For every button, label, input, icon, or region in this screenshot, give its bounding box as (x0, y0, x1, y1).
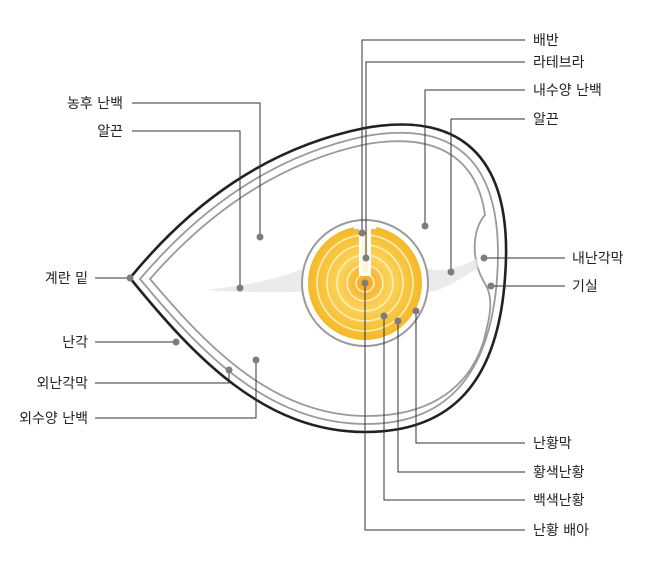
inner-shell-membrane-ring (148, 140, 492, 417)
label-white-yolk: 백색난황 (533, 493, 585, 509)
leader-lines (95, 39, 565, 531)
latebra-neck-core (362, 228, 368, 272)
label-yolk-germ: 난황 배아 (533, 523, 589, 539)
label-air-cell: 기실 (572, 279, 598, 295)
label-shell-bottom: 계란 밑 (45, 271, 88, 287)
outer-shell-membrane-ring (138, 131, 499, 425)
chalaza-left-shape (205, 268, 306, 293)
label-chalaza-left: 알끈 (97, 124, 123, 140)
label-outer-shell-membrane: 외난각막 (36, 376, 88, 392)
label-vitelline-membrane: 난황막 (533, 436, 572, 452)
label-inner-shell-membrane: 내난각막 (572, 251, 624, 267)
label-latebra: 라테브라 (533, 55, 585, 71)
label-inner-thin-albumen: 내수양 난백 (533, 83, 602, 99)
label-baeban: 배반 (533, 33, 559, 49)
marker-dots (126, 222, 495, 374)
label-chalaza-right: 알끈 (533, 112, 559, 128)
germinal-disc (354, 223, 376, 229)
label-shell: 난각 (62, 335, 88, 351)
label-thick-albumen: 농후 난백 (67, 96, 123, 112)
label-outer-thin-albumen: 외수양 난백 (19, 411, 88, 427)
label-yellow-yolk: 황색난황 (533, 465, 585, 481)
